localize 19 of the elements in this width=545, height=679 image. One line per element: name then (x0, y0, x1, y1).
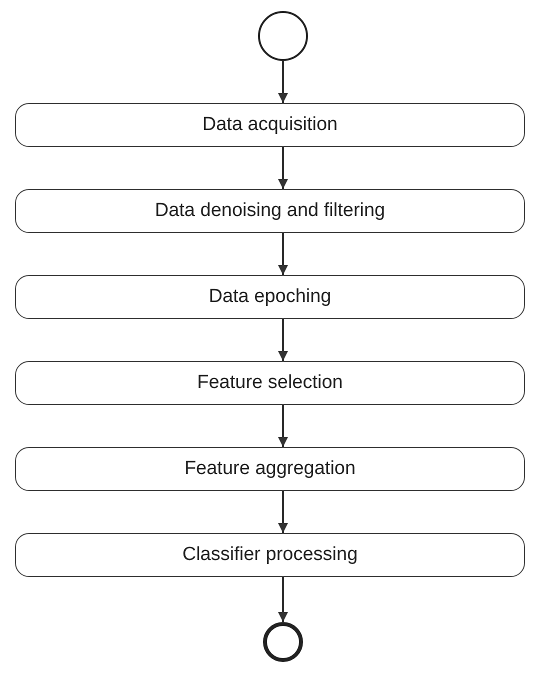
arrow (278, 147, 288, 189)
process-box (15, 103, 525, 147)
step-label: Feature aggregation (184, 456, 356, 481)
arrow (278, 319, 288, 361)
process-box (15, 361, 525, 405)
step-label: Classifier processing (182, 542, 358, 567)
arrow (278, 405, 288, 447)
process-box (15, 447, 525, 491)
arrow (278, 61, 288, 103)
process-box (15, 189, 525, 233)
arrow (278, 233, 288, 275)
step-label: Feature selection (197, 370, 343, 395)
step-label: Data acquisition (202, 112, 338, 137)
step-label: Data epoching (208, 284, 332, 309)
arrow (278, 577, 288, 622)
process-box (15, 533, 525, 577)
process-box (15, 275, 525, 319)
step-label: Data denoising and filtering (154, 198, 386, 223)
arrow (278, 491, 288, 533)
